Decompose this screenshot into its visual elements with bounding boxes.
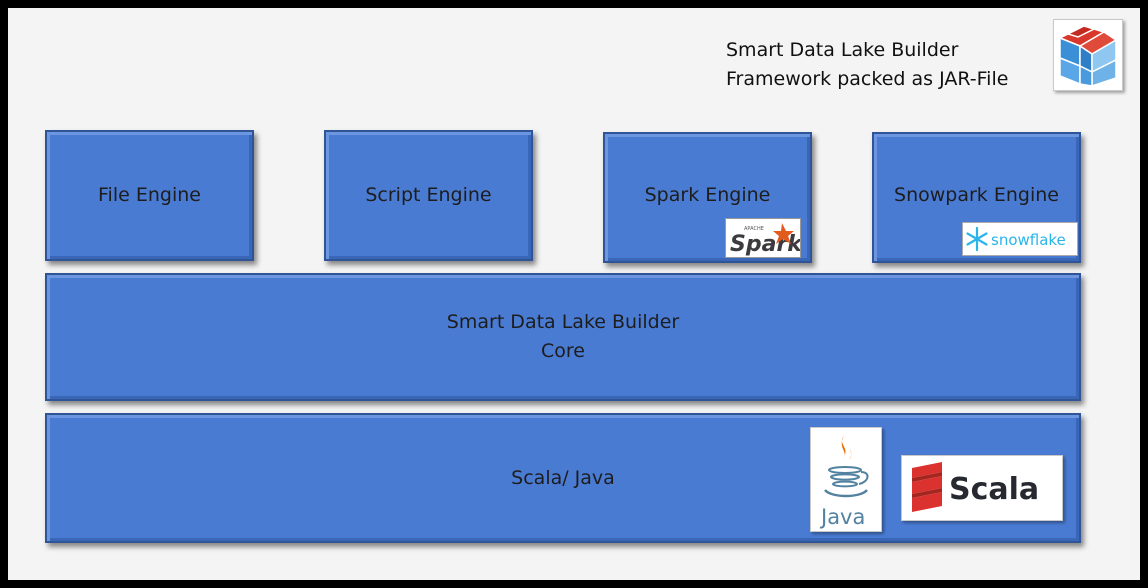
spark-logo-small: APACHE: [744, 226, 764, 232]
core-label-line2: Core: [541, 340, 585, 362]
rubiks-cube-icon: [1053, 19, 1123, 91]
spark-logo-icon: APACHE Spark: [725, 218, 803, 258]
framework-caption: Smart Data Lake Builder Framework packed…: [726, 36, 1008, 94]
spark-engine-box: Spark Engine APACHE Spark: [603, 132, 812, 263]
core-box: Smart Data Lake Builder Core: [45, 273, 1081, 401]
spark-engine-label: Spark Engine: [644, 184, 771, 206]
diagram-canvas: Smart Data Lake Builder Framework packed…: [8, 8, 1140, 580]
script-engine-label: Script Engine: [365, 184, 492, 206]
scala-logo-icon: Scala: [901, 455, 1063, 521]
java-logo-icon: Java: [810, 427, 882, 532]
scala-logo-text: Scala: [949, 472, 1039, 507]
framework-caption-line2: Framework packed as JAR-File: [726, 68, 1009, 90]
core-label-line1: Smart Data Lake Builder: [446, 311, 680, 333]
runtime-label: Scala/ Java: [511, 466, 615, 489]
snowpark-engine-label: Snowpark Engine: [894, 184, 1059, 206]
file-engine-label: File Engine: [98, 184, 201, 206]
spark-logo-text: Spark: [730, 232, 800, 257]
snowflake-logo-text: snowflake: [991, 231, 1066, 249]
file-engine-box: File Engine: [45, 130, 254, 261]
snowflake-logo-icon: snowflake: [962, 222, 1078, 256]
java-logo-text: Java: [819, 505, 865, 529]
runtime-box: Scala/ Java Java: [45, 413, 1081, 543]
snowpark-engine-box: Snowpark Engine snowflake: [872, 132, 1081, 263]
framework-caption-line1: Smart Data Lake Builder: [726, 39, 959, 61]
script-engine-box: Script Engine: [324, 130, 533, 261]
